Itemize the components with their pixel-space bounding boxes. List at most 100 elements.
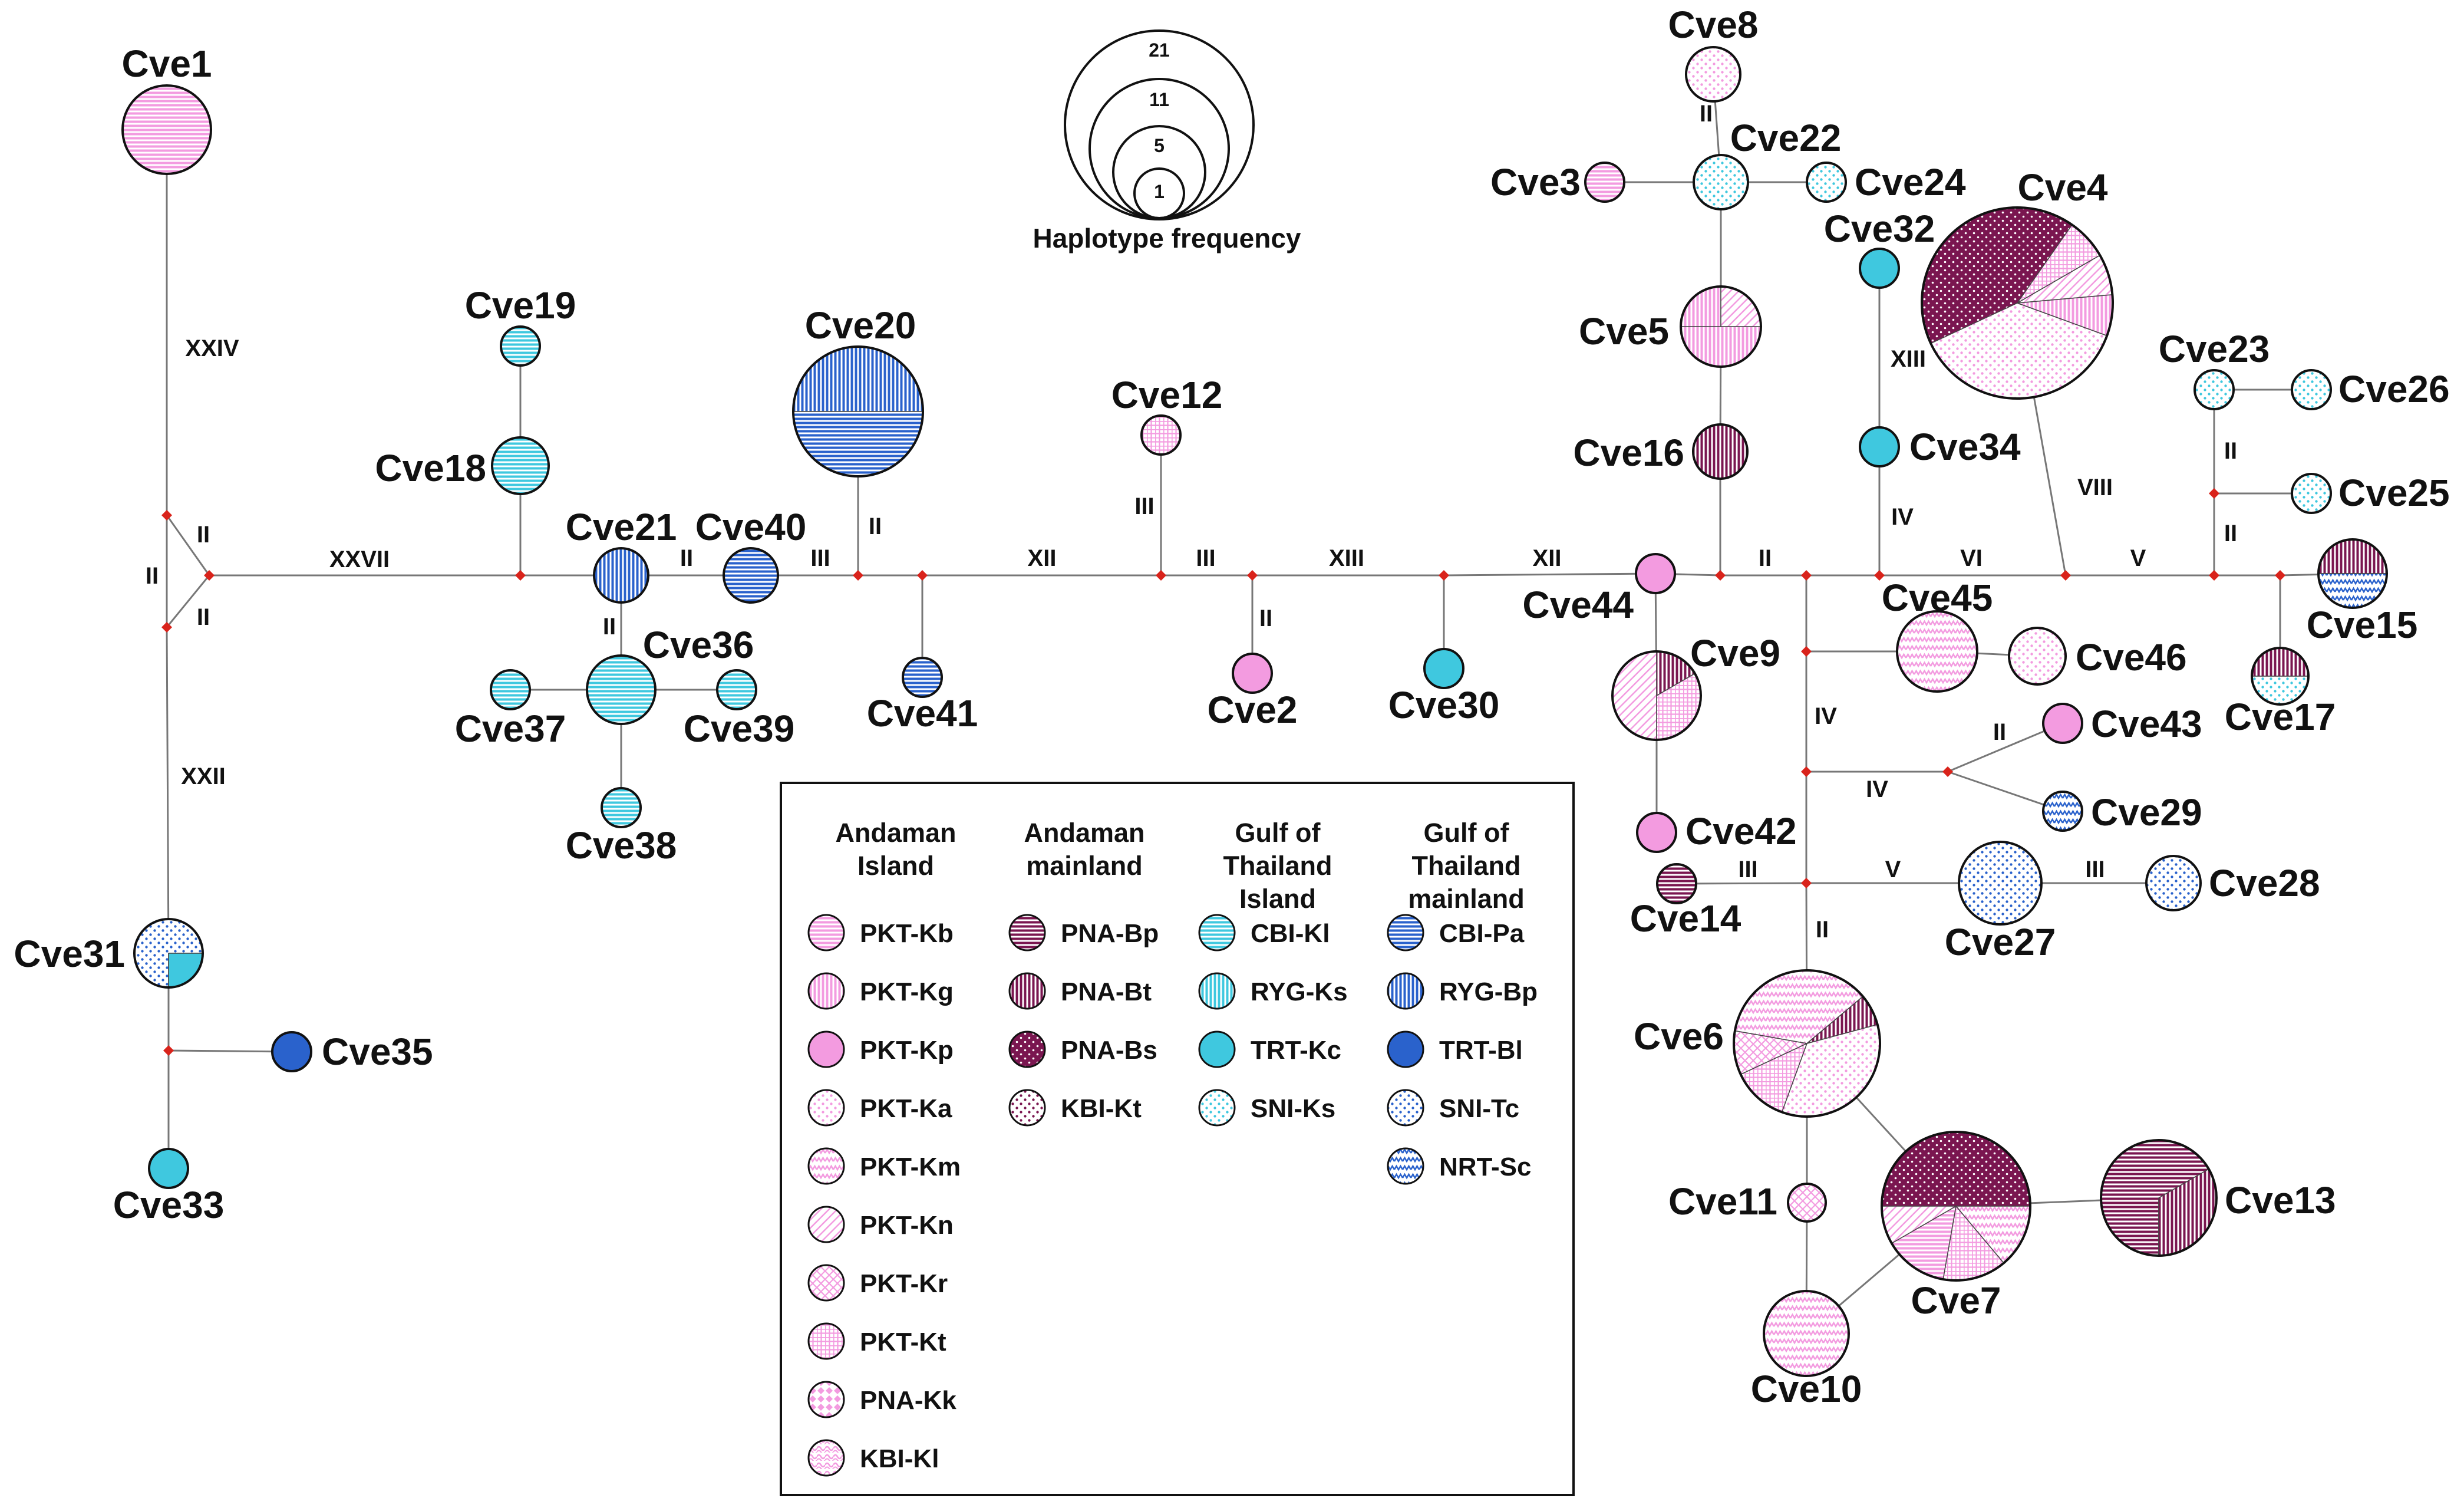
- haplotype-label-cve44: Cve44: [1522, 584, 1634, 626]
- haplotype-label-cve22: Cve22: [1730, 117, 1842, 159]
- haplotype-segment: [2195, 370, 2234, 409]
- haplotype-segment: [2292, 370, 2331, 409]
- legend-label: RYG-Bp: [1439, 977, 1538, 1006]
- haplotype-node-cve30: [1423, 648, 1464, 689]
- mutation-label: IV: [1815, 703, 1837, 729]
- haplotype-node-cve5: [1680, 285, 1762, 368]
- haplotype-label-cve23: Cve23: [2159, 328, 2270, 370]
- haplotype-segment: [1788, 1184, 1826, 1221]
- haplotype-segment: [2318, 573, 2387, 608]
- haplotype-segment: [1585, 163, 1624, 202]
- haplotype-node-cve3: [1584, 162, 1625, 203]
- haplotype-segment: [1764, 1291, 1849, 1376]
- legend-swatch: [807, 1264, 845, 1302]
- haplotype-label-cve3: Cve3: [1490, 161, 1581, 203]
- mutation-label: III: [1738, 857, 1757, 883]
- legend-heading: Gulf of: [1235, 818, 1321, 848]
- mutation-label: XIII: [1891, 346, 1926, 372]
- haplotype-segment: [492, 437, 549, 494]
- haplotype-outline: [1881, 1131, 2031, 1282]
- haplotype-label-cve33: Cve33: [113, 1184, 225, 1226]
- haplotype-node-cve45: [1896, 610, 1978, 693]
- haplotype-segment: [2043, 792, 2082, 831]
- haplotype-segment: [1881, 1131, 2031, 1207]
- haplotype-outline: [1685, 46, 1741, 103]
- mutation-label: III: [1196, 545, 1215, 571]
- haplotype-outline: [491, 436, 550, 495]
- haplotype-outline: [148, 1148, 189, 1189]
- haplotype-node-cve1: [121, 84, 212, 175]
- haplotype-segment: [1807, 163, 1846, 202]
- haplotype-node-cve26: [2291, 369, 2332, 410]
- legend-label: TRT-Bl: [1439, 1036, 1523, 1065]
- haplotype-node-cve42: [1636, 812, 1677, 853]
- haplotype-segment: [1693, 424, 1747, 479]
- haplotype-node-cve15: [2317, 538, 2388, 609]
- haplotype-outline: [2100, 1139, 2218, 1257]
- haplotype-node-cve19: [500, 325, 541, 367]
- haplotype-segment: [1959, 842, 2041, 924]
- haplotype-label-cve5: Cve5: [1579, 310, 1669, 353]
- mutation-label: XII: [1028, 545, 1057, 571]
- haplotype-label-cve37: Cve37: [455, 707, 566, 750]
- mutation-label: XXIV: [185, 335, 239, 361]
- legend-heading: Gulf of: [1424, 818, 1510, 848]
- haplotype-outline: [1611, 650, 1702, 741]
- haplotype-outline: [586, 654, 657, 725]
- haplotype-node-cve39: [716, 669, 757, 710]
- haplotype-segment: [501, 327, 540, 366]
- legend-label: SNI-Tc: [1439, 1094, 1519, 1123]
- median-vector-node: [1942, 766, 1953, 777]
- mutation-label: II: [1759, 545, 1772, 571]
- haplotype-label-cve2: Cve2: [1208, 689, 1298, 731]
- haplotype-node-cve18: [491, 436, 550, 495]
- haplotype-label-cve17: Cve17: [2225, 696, 2336, 738]
- haplotype-node-cve34: [1859, 426, 1900, 467]
- legend-swatch: [1387, 1030, 1424, 1068]
- mutation-label: VIII: [2077, 475, 2113, 501]
- haplotype-node-cve35: [271, 1031, 312, 1072]
- legend-swatch: [1008, 914, 1046, 951]
- legend-label: PKT-Kr: [860, 1269, 948, 1298]
- haplotype-node-cve25: [2291, 473, 2332, 514]
- haplotype-segment: [594, 548, 648, 602]
- legend-swatch: [1008, 972, 1046, 1010]
- legend-heading: Island: [1239, 884, 1316, 914]
- haplotype-label-cve14: Cve14: [1630, 897, 1741, 940]
- median-vector-node: [515, 570, 526, 581]
- haplotype-segment: [272, 1032, 311, 1071]
- median-vector-node: [1801, 766, 1812, 777]
- haplotype-label-cve1: Cve1: [122, 42, 212, 85]
- legend-swatch: [807, 1206, 845, 1243]
- haplotype-label-cve36: Cve36: [643, 624, 754, 666]
- legend-label: CBI-Pa: [1439, 919, 1525, 948]
- haplotype-outline: [1656, 863, 1697, 904]
- median-vector-node: [2060, 570, 2071, 581]
- haplotype-label-cve18: Cve18: [375, 447, 486, 489]
- legend-swatch: [1008, 1089, 1046, 1127]
- haplotype-node-cve11: [1787, 1183, 1827, 1223]
- network-edge: [166, 627, 170, 954]
- haplotype-label-cve25: Cve25: [2338, 472, 2450, 514]
- legend-swatch: [1387, 1147, 1424, 1185]
- legend-heading: Thailand: [1223, 851, 1332, 881]
- median-vector-node: [161, 622, 172, 633]
- freq-circle-1: [1133, 167, 1185, 219]
- legend-swatch: [1008, 1030, 1046, 1068]
- median-vector-node: [1874, 570, 1885, 581]
- median-vector-node: [1801, 570, 1812, 581]
- haplotype-label-cve34: Cve34: [1909, 426, 2021, 468]
- haplotype-outline: [902, 657, 943, 698]
- legend-swatch: [1198, 972, 1236, 1010]
- legend-heading: Andaman: [1024, 818, 1144, 848]
- freq-value-5: 5: [1154, 135, 1165, 156]
- haplotype-segment: [1142, 416, 1180, 455]
- legend-label: NRT-Sc: [1439, 1153, 1531, 1181]
- haplotype-segment: [2251, 647, 2309, 677]
- haplotype-outline: [2291, 369, 2332, 410]
- legend-label: CBI-Kl: [1251, 919, 1330, 948]
- mutation-label: XIII: [1329, 545, 1364, 571]
- haplotype-segment: [2146, 856, 2201, 910]
- mutation-label: IV: [1891, 504, 1914, 530]
